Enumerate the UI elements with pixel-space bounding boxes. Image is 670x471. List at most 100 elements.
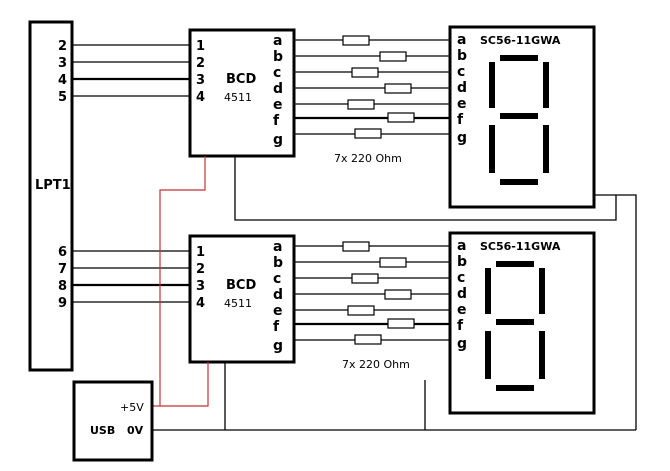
bcd-decoder-2 xyxy=(188,234,296,364)
resistor xyxy=(351,273,379,284)
display-pin: b xyxy=(457,254,467,270)
decoder-output: e xyxy=(273,97,283,113)
decoder-input: 3 xyxy=(196,279,205,294)
decoder-2-inputs: 1 2 3 4 xyxy=(196,245,205,311)
lpt-pins-top: 2 3 4 5 xyxy=(58,39,67,105)
decoder-input: 1 xyxy=(196,39,205,54)
power-wires xyxy=(152,156,209,407)
decoder-output: d xyxy=(273,287,283,303)
lpt-pin: 5 xyxy=(58,90,67,105)
display-2-pins: a b c d e f g xyxy=(457,238,467,352)
decoder-input: 1 xyxy=(196,245,205,260)
display-pin: c xyxy=(457,270,465,286)
display-pin: d xyxy=(457,286,467,302)
decoder-input: 2 xyxy=(196,262,205,277)
lpt-pin: 8 xyxy=(58,279,67,294)
decoder-output: f xyxy=(273,319,280,335)
display-pin: c xyxy=(457,64,465,80)
display-pin: g xyxy=(457,336,467,352)
resistor xyxy=(379,51,407,62)
segment xyxy=(500,55,538,61)
decoder-output: g xyxy=(273,338,283,354)
bcd-decoder-1 xyxy=(188,28,296,158)
data-wires xyxy=(72,44,190,303)
display-pin: b xyxy=(457,48,467,64)
segment xyxy=(500,179,538,185)
display-pin: f xyxy=(457,318,464,334)
segment xyxy=(496,385,534,391)
lpt1-connector xyxy=(28,20,74,372)
decoder-output: a xyxy=(273,33,282,49)
usb-gnd-label: 0V xyxy=(127,424,144,437)
resistor-network-1 xyxy=(294,35,450,139)
decoder-1-name: BCD xyxy=(226,72,256,87)
segment xyxy=(489,125,495,173)
segment xyxy=(539,331,545,379)
resistor xyxy=(354,334,382,345)
resistor xyxy=(354,128,382,139)
display-2-model: SC56-11GWA xyxy=(480,240,561,253)
segment xyxy=(485,331,491,379)
resistor xyxy=(387,112,415,123)
resistor xyxy=(387,318,415,329)
decoder-input: 4 xyxy=(196,296,205,311)
resistor xyxy=(379,257,407,268)
decoder-input: 2 xyxy=(196,56,205,71)
segment xyxy=(539,268,545,314)
segment xyxy=(489,62,495,108)
decoder-1-outputs: a b c d e f g xyxy=(273,33,283,148)
decoder-output: d xyxy=(273,81,283,97)
resistor-network-2 xyxy=(294,241,450,345)
usb-plus-label: +5V xyxy=(120,401,144,414)
decoder-output: a xyxy=(273,239,282,255)
decoder-1-part: 4511 xyxy=(224,91,252,104)
decoder-2-part: 4511 xyxy=(224,297,252,310)
decoder-output: e xyxy=(273,303,283,319)
usb-power-source xyxy=(72,380,154,462)
decoder-output: b xyxy=(273,49,283,65)
lpt-pin: 4 xyxy=(58,73,67,88)
decoder-2-name: BCD xyxy=(226,278,256,293)
decoder-input: 4 xyxy=(196,90,205,105)
resistor xyxy=(347,99,375,110)
lpt-pin: 6 xyxy=(58,245,67,260)
display-pin: e xyxy=(457,302,467,318)
resistor xyxy=(384,289,412,300)
display-pin: g xyxy=(457,130,467,146)
resistor xyxy=(351,67,379,78)
display-pin: f xyxy=(457,112,464,128)
segment xyxy=(496,319,534,325)
display-1-segments xyxy=(489,55,549,185)
ground-wires xyxy=(152,156,637,431)
decoder-1-inputs: 1 2 3 4 xyxy=(196,39,205,105)
decoder-output: c xyxy=(273,271,281,287)
decoder-output: c xyxy=(273,65,281,81)
segment xyxy=(543,125,549,173)
lpt-pin: 9 xyxy=(58,296,67,311)
resistor xyxy=(347,305,375,316)
segment xyxy=(543,62,549,108)
usb-label: USB xyxy=(90,424,115,437)
decoder-input: 3 xyxy=(196,73,205,88)
resistor-note-1: 7x 220 Ohm xyxy=(334,152,402,165)
lpt-pin: 2 xyxy=(58,39,67,54)
decoder-output: f xyxy=(273,113,280,129)
decoder-output: g xyxy=(273,132,283,148)
resistor-note-2: 7x 220 Ohm xyxy=(342,358,410,371)
display-pin: a xyxy=(457,238,466,254)
resistor xyxy=(342,35,370,46)
lpt-pin: 3 xyxy=(58,56,67,71)
segment xyxy=(485,268,491,314)
decoder-output: b xyxy=(273,255,283,271)
segment xyxy=(496,261,534,267)
lpt-pins-bottom: 6 7 8 9 xyxy=(58,245,67,311)
display-pin: e xyxy=(457,96,467,112)
lpt1-label: LPT1 xyxy=(35,178,71,193)
display-1-pins: a b c d e f g xyxy=(457,32,467,146)
lpt-pin: 7 xyxy=(58,262,67,277)
display-pin: a xyxy=(457,32,466,48)
display-1-model: SC56-11GWA xyxy=(480,34,561,47)
resistor xyxy=(384,83,412,94)
display-pin: d xyxy=(457,80,467,96)
